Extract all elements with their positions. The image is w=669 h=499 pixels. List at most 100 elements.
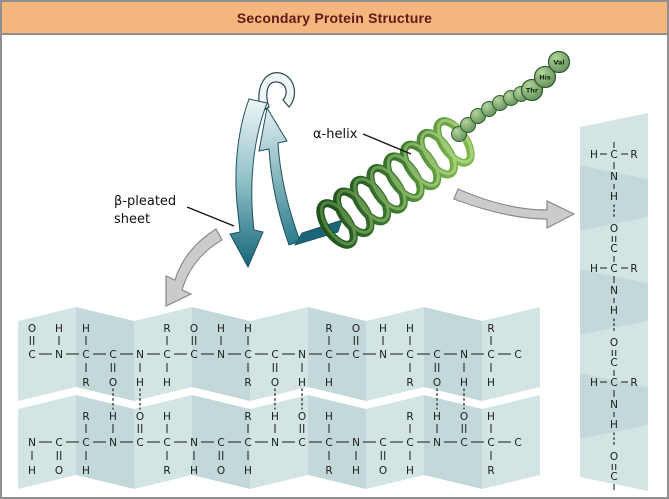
atom-label: H [190, 465, 198, 477]
atom-label: H [487, 377, 495, 389]
atom-label: R [163, 323, 170, 335]
atom-label: O [610, 337, 618, 349]
atom-label: O [352, 323, 360, 335]
atom-label: N [136, 349, 144, 361]
atom-label: N [55, 349, 63, 361]
residue-bead [533, 65, 557, 89]
pleat-facet [580, 425, 648, 491]
atom-label: Val [553, 59, 564, 67]
atom-label: R [325, 465, 332, 477]
atom-label: C [271, 349, 278, 361]
atom-label: O [433, 377, 441, 389]
alpha-helix-label: α-helix [313, 127, 358, 142]
helix-loop [370, 165, 407, 211]
helix-loop [319, 201, 357, 246]
pleat-facet [192, 307, 250, 401]
pleat-facet [192, 395, 250, 489]
atom-label: C [244, 437, 251, 449]
atom-label: H [610, 305, 618, 317]
pleat-facet [250, 307, 308, 401]
atom-label: N [610, 285, 618, 297]
beta-sheet-pointer-line [186, 206, 235, 227]
atom-label: N [610, 399, 618, 411]
pleat-facet [580, 165, 648, 231]
atom-label: C [610, 377, 617, 389]
atom-label: N [190, 437, 198, 449]
atom-label: O [271, 377, 279, 389]
alpha-helix-pointer-line [362, 133, 412, 155]
atom-label: C [217, 437, 224, 449]
atom-label: O [460, 411, 468, 423]
bead [460, 117, 476, 133]
atom-label: H [244, 323, 252, 335]
atom-label: H [136, 377, 144, 389]
atom-label: R [244, 377, 251, 389]
atom-label: R [325, 323, 332, 335]
atom-label: C [514, 349, 521, 361]
atom-label: Thr [526, 87, 539, 95]
atom-label: C [610, 149, 617, 161]
atom-label: O [55, 465, 63, 477]
atom-label: H [379, 323, 387, 335]
pleat-facet [580, 217, 648, 283]
atom-label: R [406, 377, 413, 389]
atom-label: N [379, 349, 387, 361]
atom-label: H [406, 323, 414, 335]
atom-label: N [352, 437, 360, 449]
atom-label: C [136, 437, 143, 449]
atom-label: C [82, 349, 89, 361]
atom-label: R [630, 377, 637, 389]
atom-label: O [610, 223, 618, 235]
atom-label: O [109, 377, 117, 389]
atom-label: C [514, 437, 521, 449]
atom-label: N [28, 437, 36, 449]
helix-loop [353, 177, 390, 223]
atom-label: R [163, 465, 170, 477]
gray-arrows [165, 188, 576, 307]
atom-label: N [460, 349, 468, 361]
atom-label: C [460, 437, 467, 449]
atom-label: H [610, 191, 618, 203]
atom-label: C [244, 349, 251, 361]
helix-loop [403, 142, 440, 187]
atom-label: C [28, 349, 35, 361]
arrow-to-helix-diagram [453, 188, 576, 229]
atom-label: R [244, 411, 251, 423]
pleat-facet [250, 395, 308, 489]
atom-label: H [163, 377, 171, 389]
pleat-facet [580, 321, 648, 387]
beta-sheet-label-line1: β-pleated [114, 194, 176, 209]
atom-label: C [610, 357, 617, 369]
helix-loop [386, 154, 424, 199]
atom-label: H [487, 411, 495, 423]
atom-label: R [406, 411, 413, 423]
alpha-helix-coil [316, 117, 475, 249]
atom-label: R [630, 263, 637, 275]
atom-label: N [610, 171, 618, 183]
helix-loop [336, 189, 373, 234]
atom-label: R [630, 149, 637, 161]
atom-label: C [610, 471, 617, 483]
atom-label: O [190, 323, 198, 335]
atom-label: H [28, 465, 36, 477]
atom-label: H [82, 465, 90, 477]
atom-label: O [610, 451, 618, 463]
atom-label: H [433, 411, 441, 423]
atom-label: C [433, 349, 440, 361]
pleated-bands [18, 113, 648, 491]
atom-label: R [487, 323, 494, 335]
atom-label: C [406, 349, 413, 361]
atom-label: C [325, 437, 332, 449]
atom-label: H [406, 465, 414, 477]
pleat-facet [134, 395, 192, 489]
atom-label: C [55, 437, 62, 449]
up-arrow-ribbon [258, 106, 301, 246]
atom-label: O [379, 465, 387, 477]
atom-label: N [109, 437, 117, 449]
atom-label: N [271, 437, 279, 449]
atom-label: O [28, 323, 36, 335]
atom-label: C [190, 349, 197, 361]
atom-label: N [433, 437, 441, 449]
down-arrow-ribbon [229, 98, 268, 269]
